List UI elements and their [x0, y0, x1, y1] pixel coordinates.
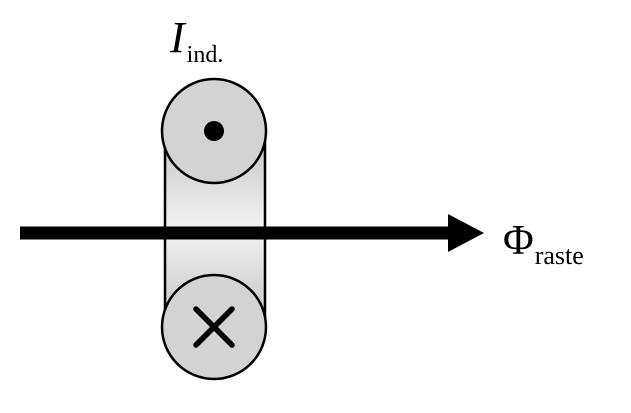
induced-current-symbol: I	[170, 13, 185, 62]
flux-label: Φraste	[503, 218, 584, 269]
flux-symbol: Φ	[503, 218, 534, 264]
dot-out-of-page-icon	[204, 121, 224, 141]
cross-into-page-icon	[193, 306, 235, 348]
top-conductor	[160, 77, 268, 185]
flux-arrow-head	[448, 214, 484, 252]
induced-current-subscript: ind.	[186, 42, 224, 68]
arrow-right-icon	[20, 214, 484, 252]
bottom-conductor	[160, 273, 268, 381]
induced-current-label: Iind.	[170, 13, 223, 68]
flux-subscript: raste	[534, 241, 584, 270]
